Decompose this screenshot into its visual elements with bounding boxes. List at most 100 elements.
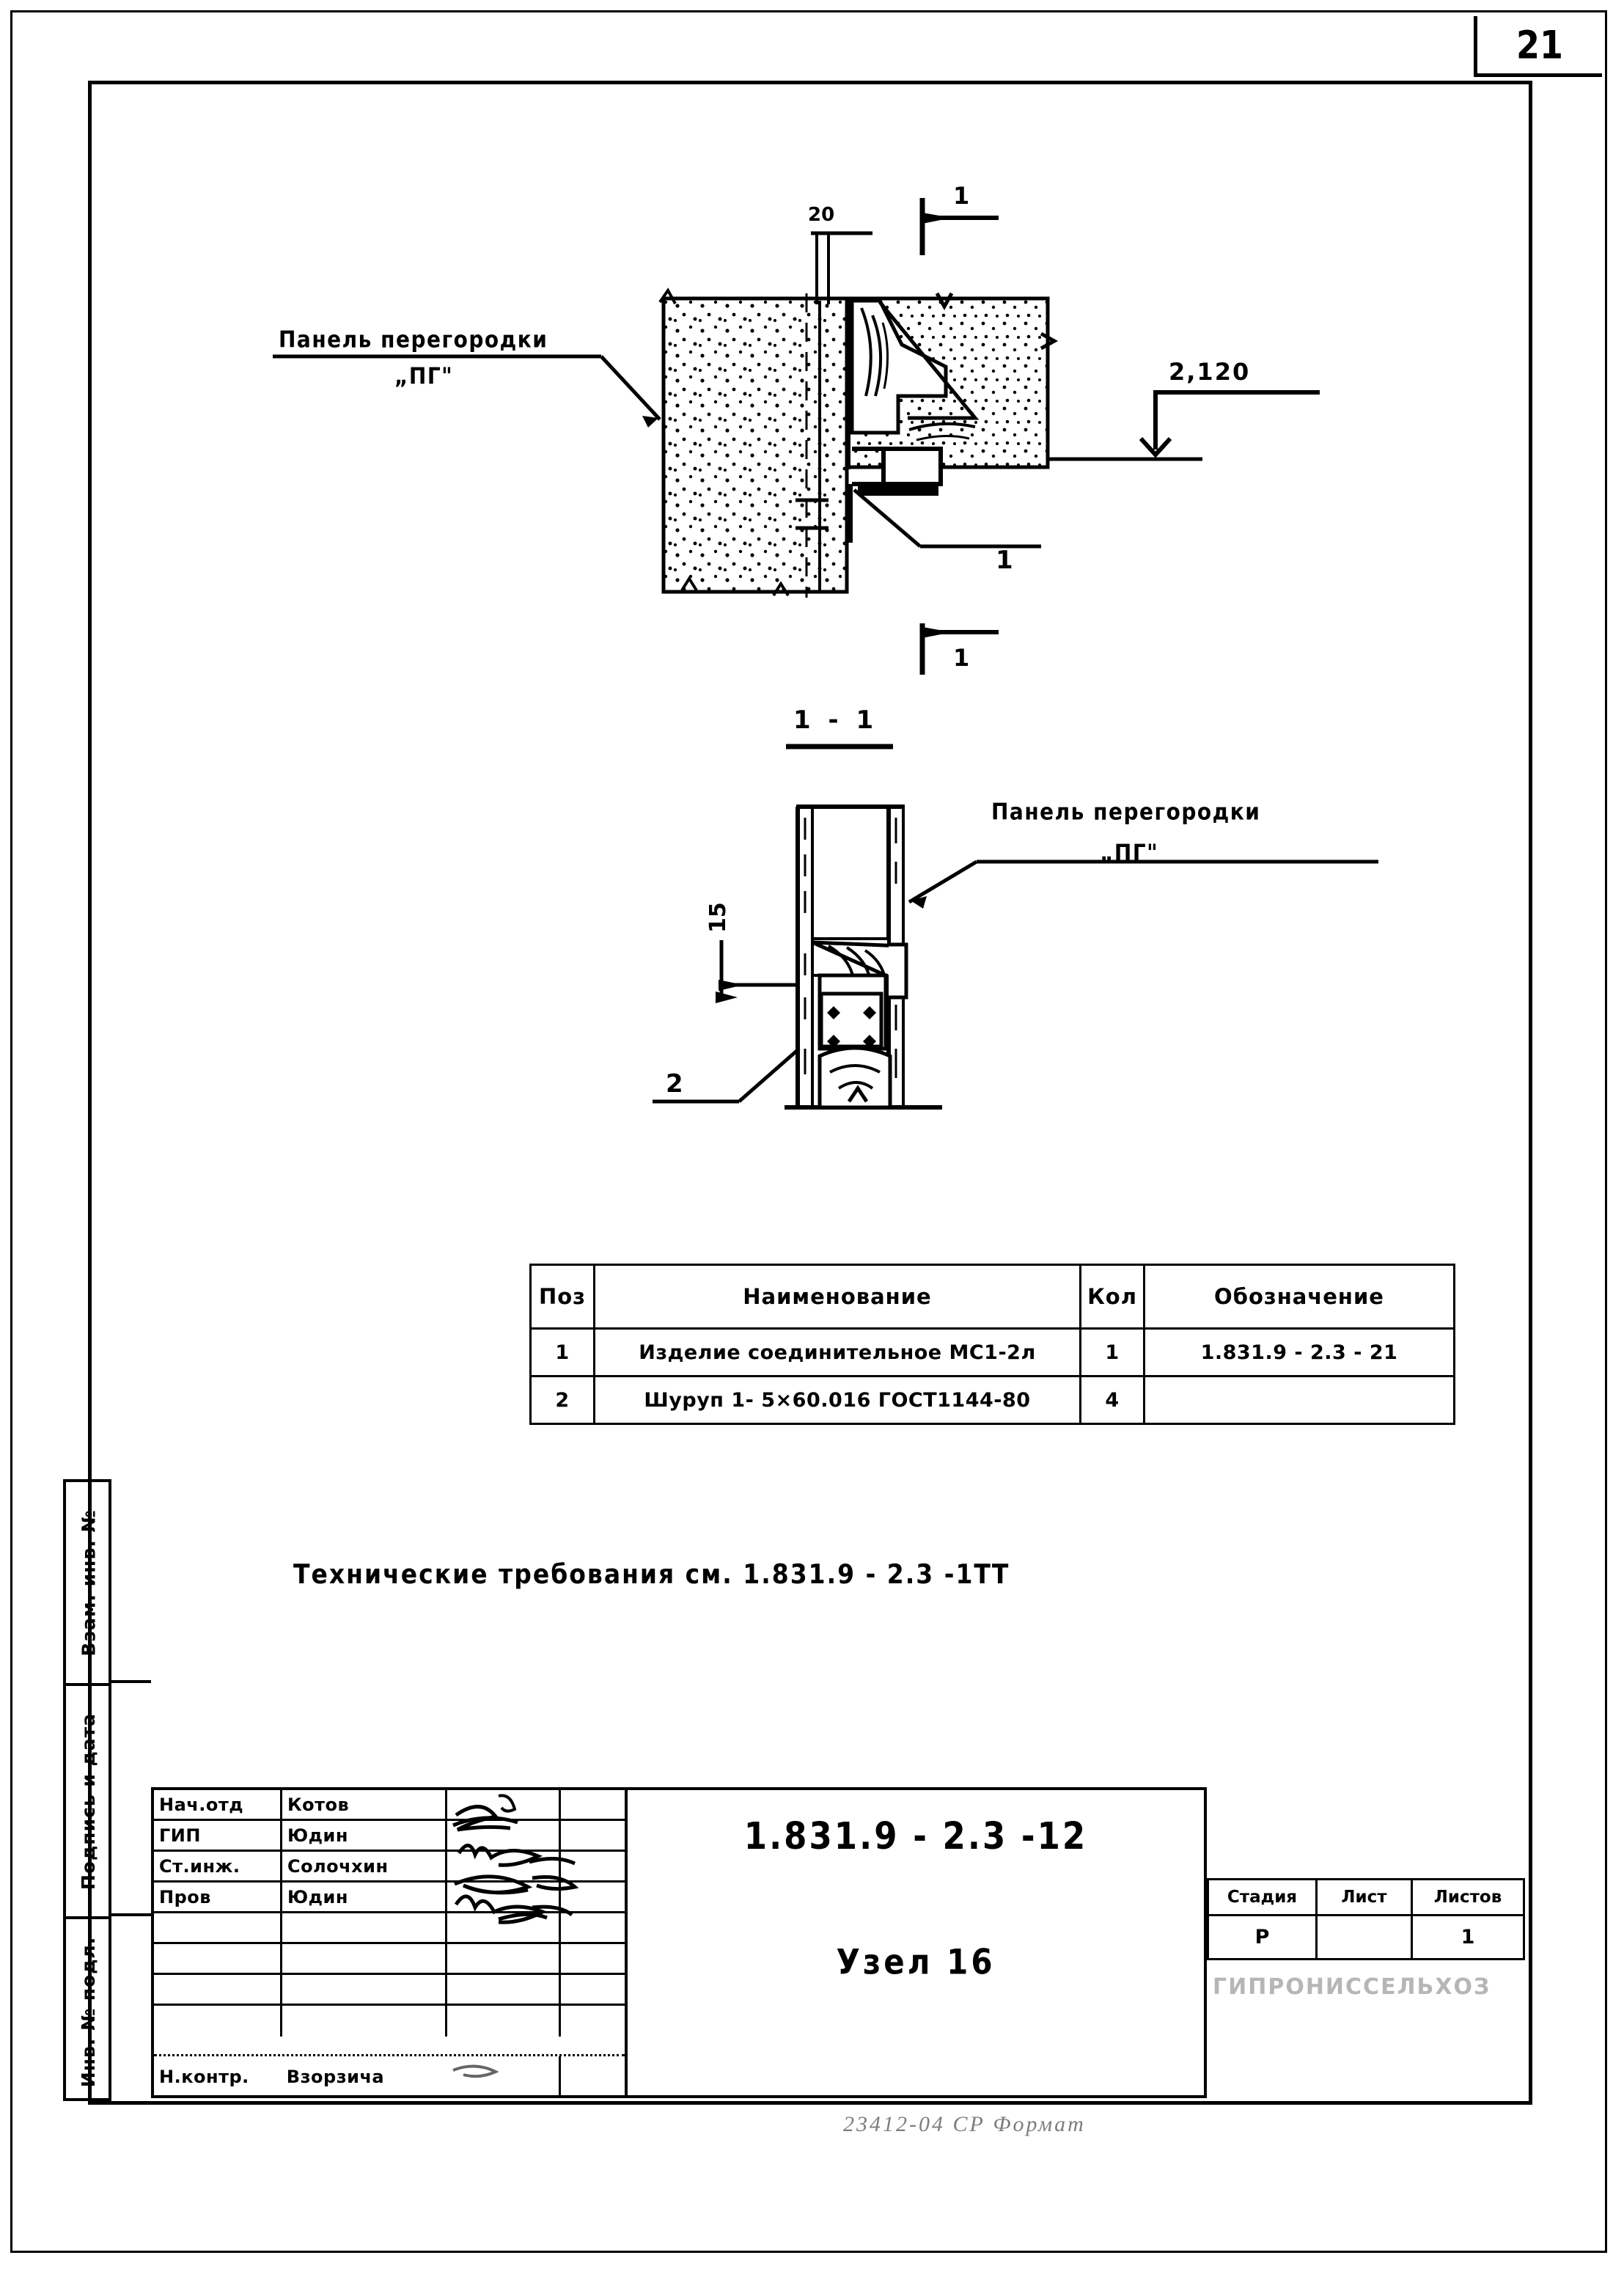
spec-cell-name: Шуруп 1- 5×60.016 ГОСТ1144-80	[593, 1375, 1081, 1425]
panel-label-top-line2: „ПГ"	[394, 362, 454, 389]
spec-table-header-row: Поз Наименование Кол Обозначение	[529, 1264, 1455, 1330]
spec-cell-qty: 4	[1079, 1375, 1145, 1425]
tb-name-label: Юдин	[287, 1886, 348, 1907]
spec-header-desig: Обозначение	[1143, 1264, 1455, 1330]
section-marker-bottom-label: 1	[953, 644, 970, 672]
tb-signature-cell	[447, 1913, 561, 1942]
tb-role-cell: Пров	[154, 1883, 282, 1911]
title-block-main: 1.831.9 - 2.3 -12 Узел 16	[628, 1787, 1207, 2098]
table-row	[154, 1944, 625, 1975]
tb-role-label: ГИП	[159, 1825, 201, 1846]
tb-signature-cell	[447, 1821, 561, 1850]
spec-cell-pos: 1	[529, 1327, 595, 1377]
sheet-outer-border	[10, 10, 1607, 2253]
tb-signature-cell	[447, 1944, 561, 1973]
tb-role-label: Н.контр.	[159, 2066, 249, 2087]
tb-name-cell: Котов	[282, 1790, 447, 1819]
spec-cell-name: Изделие соединительное МС1-2л	[593, 1327, 1081, 1377]
sheet-inner-border	[88, 81, 1532, 2105]
tb-signature-cell	[447, 1883, 561, 1911]
tb-role-label: Пров	[159, 1886, 211, 1907]
table-row: 1 Изделие соединительное МС1-2л 1 1.831.…	[529, 1327, 1455, 1377]
stage-value: Р	[1207, 1916, 1315, 1960]
elevation-mark-label: 2,120	[1169, 358, 1251, 386]
left-margin-extension	[109, 1479, 151, 2101]
spec-header-name: Наименование	[593, 1264, 1081, 1330]
section-marker-top-label: 1	[953, 182, 970, 210]
tb-name-cell	[282, 1913, 447, 1942]
tb-name-cell: Юдин	[282, 1883, 447, 1911]
format-footnote: 23412-04 СР Формат	[843, 2112, 1086, 2136]
section-title-1-1: 1 - 1	[793, 705, 878, 735]
tb-role-cell: Ст.инж.	[154, 1852, 282, 1880]
tb-name-cell	[282, 1944, 447, 1973]
page-number-box: 21	[1474, 16, 1602, 77]
tb-role-cell: Н.контр. Взорзича	[154, 2056, 447, 2097]
table-row: Н.контр. Взорзича	[154, 2054, 625, 2097]
callout-1-label: 1	[996, 546, 1013, 575]
stage-header-stadia: Стадия	[1207, 1878, 1315, 1916]
spec-header-qty: Кол	[1079, 1264, 1145, 1330]
tb-name-cell	[282, 2006, 447, 2037]
table-row: ГИП Юдин	[154, 1821, 625, 1852]
spec-cell-qty: 1	[1079, 1327, 1145, 1377]
table-row	[154, 1913, 625, 1944]
tb-name-label: Котов	[287, 1794, 350, 1815]
sheet-value	[1315, 1916, 1411, 1960]
margin-cell-vzam: Взам. инв. №	[66, 1482, 111, 1686]
page-number: 21	[1515, 21, 1563, 68]
tb-signature-cell	[447, 2006, 561, 2037]
spec-cell-designation: 1.831.9 - 2.3 - 21	[1143, 1327, 1455, 1377]
sheets-total-value: 1	[1411, 1916, 1525, 1960]
tb-role-cell: Нач.отд	[154, 1790, 282, 1819]
tb-name-label: Юдин	[287, 1825, 348, 1846]
table-row: Нач.отд Котов	[154, 1790, 625, 1821]
tb-role-cell	[154, 2006, 282, 2037]
margin-ext-cell-2	[109, 1683, 151, 1916]
margin-label-inv-podl: Инв. № подл.	[78, 1936, 100, 2087]
table-row: Пров Юдин	[154, 1883, 625, 1913]
title-block: Нач.отд Котов ГИП Юдин Ст.инж. Солочхин …	[151, 1787, 1525, 2098]
tb-role-cell	[154, 1944, 282, 1973]
technical-requirements-note: Технические требования см. 1.831.9 - 2.3…	[293, 1558, 1010, 1590]
tb-name-cell: Юдин	[282, 1821, 447, 1850]
tb-name-label: Взорзича	[286, 2066, 385, 2087]
panel-label-top-line1: Панель перегородки	[279, 326, 548, 353]
stage-header-list: Лист	[1315, 1878, 1411, 1916]
spec-cell-pos: 2	[529, 1375, 595, 1425]
tb-role-cell: ГИП	[154, 1821, 282, 1850]
dimension-15: 15	[705, 902, 731, 933]
tb-signature-cell	[447, 1975, 561, 2004]
tb-signature-cell	[447, 1852, 561, 1880]
stage-header-listov: Листов	[1411, 1878, 1525, 1916]
table-row: Ст.инж. Солочхин	[154, 1852, 625, 1883]
margin-label-vzam-inv: Взам. инв. №	[78, 1509, 100, 1656]
callout-2-label: 2	[666, 1069, 683, 1099]
tb-role-cell	[154, 1913, 282, 1942]
specification-table: Поз Наименование Кол Обозначение 1 Издел…	[529, 1264, 1455, 1425]
panel-label-section-line1: Панель перегородки	[991, 798, 1261, 825]
panel-label-section-line2: „ПГ"	[1100, 839, 1159, 866]
stage-header-row: Стадия Лист Листов Р 1	[1207, 1878, 1525, 1960]
left-margin-strip: Взам. инв. № Подпись и дата Инв. № подл.	[63, 1479, 111, 2101]
title-block-stage: Стадия Лист Листов Р 1 ГИПРОНИССЕЛЬХОЗ	[1207, 1787, 1525, 2098]
margin-label-podpis-data: Подпись и дата	[78, 1712, 100, 1890]
tb-name-label: Солочхин	[287, 1855, 389, 1877]
spec-cell-designation	[1143, 1375, 1455, 1425]
tb-role-label: Нач.отд	[159, 1794, 244, 1815]
table-row	[154, 1975, 625, 2006]
tb-signature-cell	[447, 1790, 561, 1819]
table-row	[154, 2006, 625, 2037]
document-name: Узел 16	[836, 1942, 996, 1982]
dimension-20: 20	[808, 204, 835, 226]
tb-signature-cell	[447, 2056, 561, 2097]
organization-name: ГИПРОНИССЕЛЬХОЗ	[1213, 1974, 1491, 2000]
margin-ext-cell-1	[109, 1479, 151, 1683]
margin-cell-podpis: Подпись и дата	[66, 1686, 111, 1919]
spec-header-pos: Поз	[529, 1264, 595, 1330]
tb-role-cell	[154, 1975, 282, 2004]
document-code: 1.831.9 - 2.3 -12	[743, 1814, 1088, 1858]
margin-ext-cell-3	[109, 1916, 151, 2101]
